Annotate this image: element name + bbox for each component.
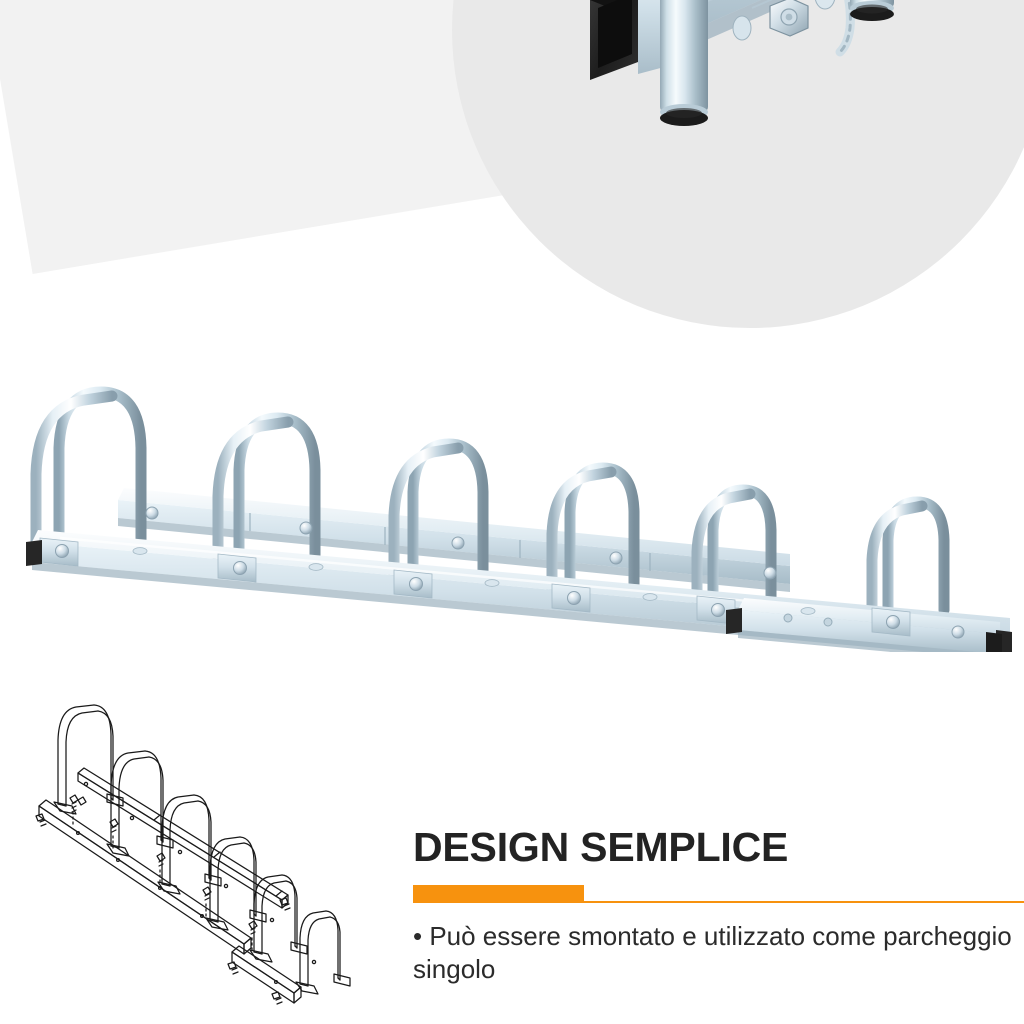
- inset-hex-bolt: [769, 0, 809, 37]
- inset-rivet-hole: [732, 15, 752, 41]
- accent-thin-line: [413, 900, 1024, 903]
- diagram-rail-upper: [77, 767, 289, 909]
- rack-rail-bolts: [145, 506, 965, 639]
- diagram-hoop: [205, 836, 267, 931]
- accent-thick-block: [413, 884, 584, 903]
- detached-rail-piece: [738, 598, 1000, 652]
- inset-tube-leg-front: [660, 0, 708, 126]
- page-title: DESIGN SEMPLICE: [413, 824, 789, 870]
- feature-bullet-list: • Può essere smontato e utilizzato come …: [413, 920, 1024, 987]
- diagram-hoop: [249, 874, 308, 963]
- hero-inset-photo: [590, 0, 894, 126]
- diagram-rail-detached: [231, 945, 302, 1004]
- assembly-line-drawing: [35, 704, 351, 1005]
- inset-rivet-hole: [814, 0, 836, 10]
- feature-text-block: DESIGN SEMPLICE • Può essere smontato e …: [413, 826, 1024, 986]
- rack-end-caps: [26, 540, 1012, 652]
- accent-divider: [413, 884, 1024, 907]
- diagram-rail-lower: [38, 799, 252, 955]
- diagram-hoop: [295, 910, 351, 995]
- rack-rail-rivets: [132, 547, 816, 615]
- diagram-screws: [35, 781, 317, 1005]
- hero-inset-circle: [452, 0, 1024, 328]
- inset-tube-leg-rear: [850, 0, 894, 21]
- main-product-photo: [26, 386, 1012, 652]
- feature-bullet-item: • Può essere smontato e utilizzato come …: [413, 920, 1012, 984]
- rack-hoop-group-front: [30, 390, 928, 622]
- diagram-hoop: [157, 794, 222, 895]
- diagram-hoop: [53, 704, 124, 815]
- inset-weld-texture: [838, 0, 852, 54]
